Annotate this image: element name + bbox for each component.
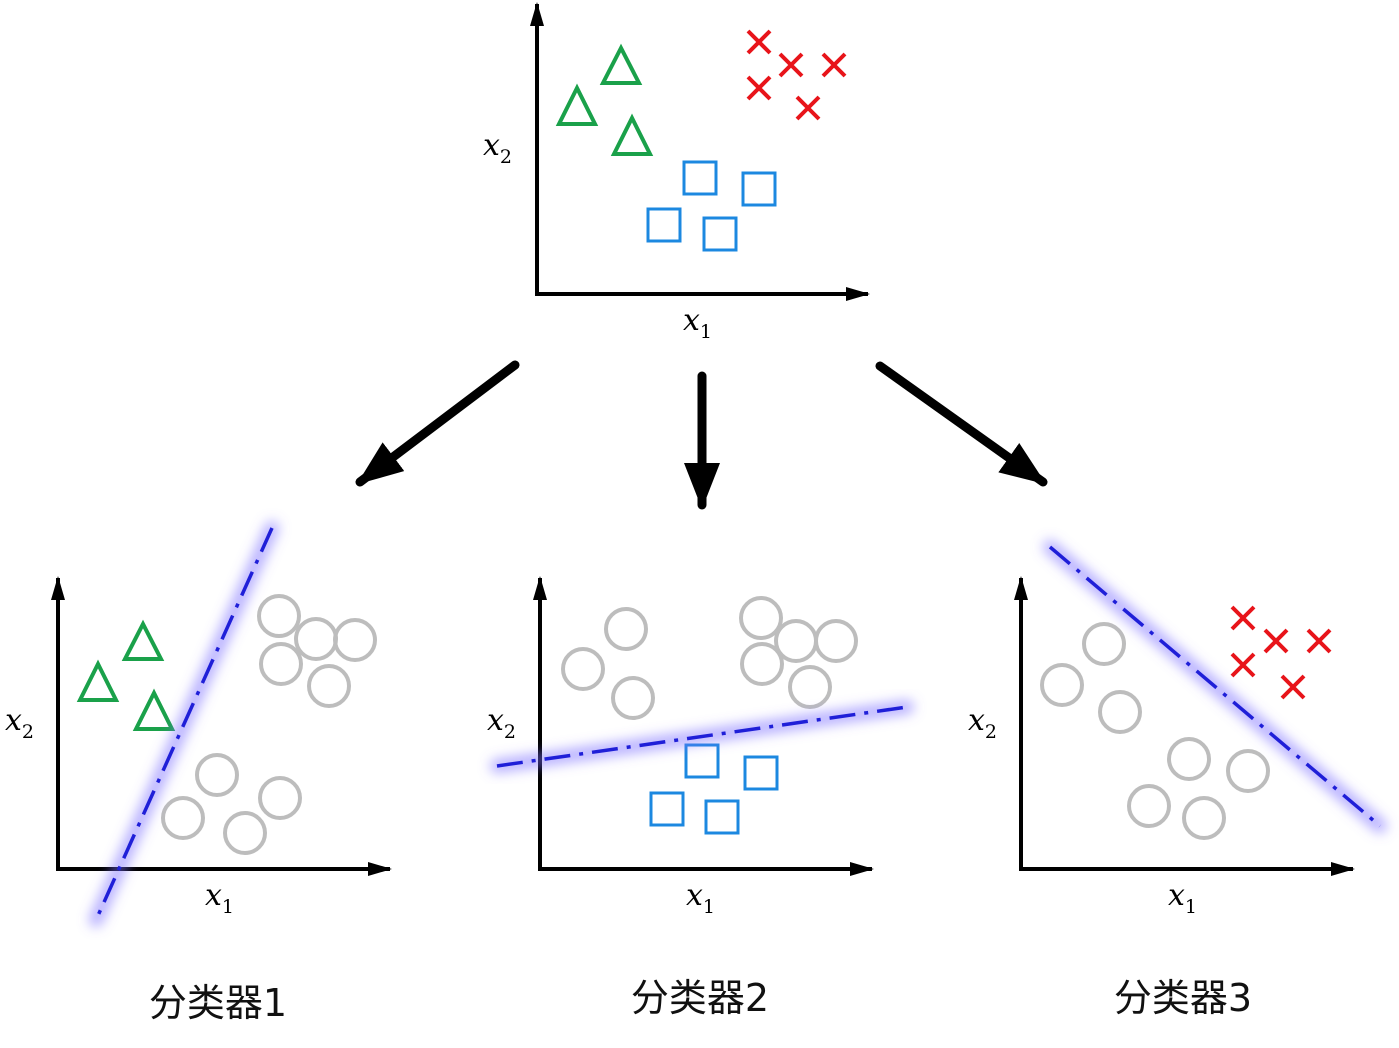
c3-x-label: x1 — [1168, 878, 1197, 918]
c2-x-label: x1 — [686, 878, 715, 918]
rest-circle-marker — [307, 664, 351, 708]
rest-circle-marker — [161, 796, 205, 840]
triangle-marker — [121, 619, 165, 661]
c3-rest-circles — [1040, 622, 1270, 840]
triangle-marker — [610, 113, 654, 156]
rest-circle-marker — [1182, 796, 1226, 840]
cross-marker — [1306, 628, 1332, 654]
arrow-to-classifier-3 — [875, 361, 1048, 487]
c2-y-label: x2 — [487, 703, 516, 743]
top-triangle-markers — [555, 43, 654, 156]
square-marker — [743, 755, 779, 791]
square-marker — [682, 160, 718, 196]
c1-y-label: x2 — [5, 703, 34, 743]
rest-circle-marker — [195, 753, 239, 797]
classifier-2-plot: x2 x1 分类器2 — [487, 576, 914, 1020]
c1-x-label: x1 — [205, 878, 234, 918]
c1-triangle-markers — [76, 619, 176, 731]
rest-circle-marker — [1098, 690, 1142, 734]
rest-circle-marker — [814, 619, 858, 663]
rest-circle-marker — [1226, 749, 1270, 793]
square-marker — [702, 216, 738, 252]
triangle-marker — [599, 43, 643, 85]
cross-marker — [1263, 628, 1289, 654]
cross-marker — [795, 95, 821, 121]
cross-marker — [1230, 605, 1256, 631]
square-marker — [741, 171, 777, 207]
square-marker — [646, 207, 682, 243]
cross-marker — [746, 75, 772, 101]
cross-marker — [821, 52, 847, 78]
c3-y-label: x2 — [968, 703, 997, 743]
c1-rest-circles — [161, 594, 377, 855]
rest-circle-marker — [333, 618, 377, 662]
rest-circle-marker — [223, 811, 267, 855]
c3-decision-boundary — [1043, 540, 1387, 833]
rest-circle-marker — [294, 617, 338, 661]
top-x-label: x1 — [683, 303, 712, 343]
classifier-3-caption: 分类器3 — [1114, 976, 1252, 1020]
cross-marker — [778, 52, 804, 78]
arrow-to-classifier-1 — [355, 360, 520, 487]
rest-circle-marker — [1127, 784, 1171, 828]
top-y-label: x2 — [483, 128, 512, 168]
triangle-marker — [555, 83, 599, 126]
cross-marker — [1230, 652, 1256, 678]
c3-cross-markers — [1230, 605, 1332, 700]
c2-rest-circles — [561, 596, 858, 720]
rest-circle-marker — [788, 665, 832, 709]
split-arrows — [355, 360, 1048, 510]
rest-circle-marker — [611, 676, 655, 720]
square-marker — [684, 743, 720, 779]
cross-marker — [1280, 674, 1306, 700]
top-plot: x2 x1 — [483, 2, 870, 343]
rest-circle-marker — [1082, 622, 1126, 666]
top-square-markers — [646, 160, 777, 252]
rest-circle-marker — [561, 647, 605, 691]
square-marker — [704, 799, 740, 835]
c1-decision-boundary — [89, 521, 279, 927]
rest-circle-marker — [259, 642, 303, 686]
classifier-1-plot: x2 x1 分类器1 — [5, 521, 392, 1025]
rest-circle-marker — [1167, 737, 1211, 781]
cross-marker — [746, 29, 772, 55]
c2-square-markers — [649, 743, 779, 835]
rest-circle-marker — [258, 776, 302, 820]
top-cross-markers — [746, 29, 847, 121]
rest-circle-marker — [739, 596, 783, 640]
rest-circle-marker — [1040, 663, 1084, 707]
rest-circle-marker — [257, 594, 301, 638]
rest-circle-marker — [740, 642, 784, 686]
classifier-1-caption: 分类器1 — [149, 981, 287, 1025]
classifier-2-caption: 分类器2 — [631, 976, 769, 1020]
rest-circle-marker — [604, 607, 648, 651]
square-marker — [649, 791, 685, 827]
triangle-marker — [76, 659, 120, 702]
c2-decision-boundary — [490, 700, 914, 773]
classifier-3-plot: x2 x1 分类器3 — [968, 540, 1387, 1020]
triangle-marker — [132, 688, 176, 731]
